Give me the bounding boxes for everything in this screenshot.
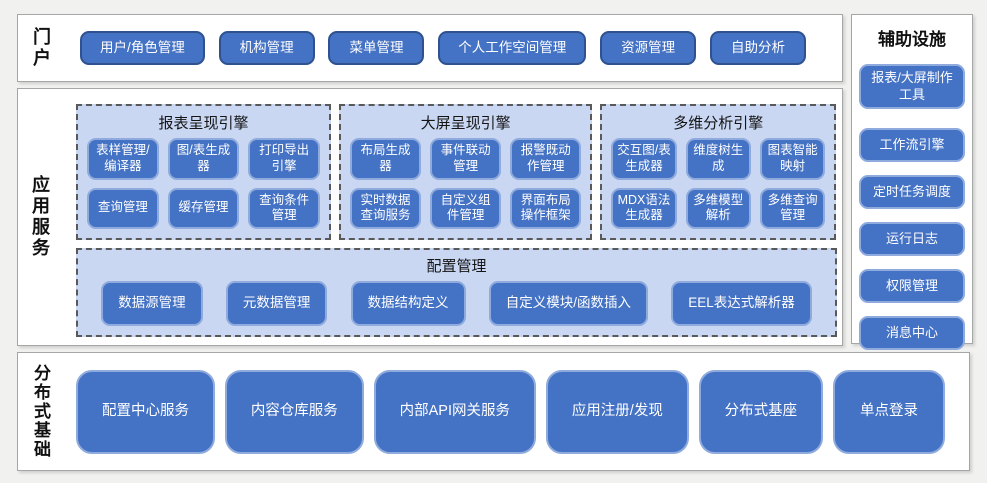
app-services-label: 应用服务 — [30, 175, 50, 259]
portal-label: 门户 — [31, 27, 51, 69]
group-button[interactable]: 查询条件管理 — [248, 187, 320, 229]
group-button[interactable]: 维度树生成 — [685, 138, 751, 180]
group-button[interactable]: 图表智能映射 — [759, 138, 826, 180]
auxiliary-button-message-center[interactable]: 消息中心 — [859, 316, 965, 350]
distributed-button-api-gateway[interactable]: 内部API网关服务 — [373, 369, 536, 454]
distributed-button-base[interactable]: 分布式基座 — [698, 369, 824, 454]
group-button[interactable]: 交互图/表生成器 — [611, 138, 677, 180]
config-title: 配置管理 — [426, 258, 487, 275]
portal-button-resource[interactable]: 资源管理 — [600, 31, 697, 65]
distributed-button-sso[interactable]: 单点登录 — [832, 369, 945, 454]
config-button[interactable]: 数据源管理 — [101, 281, 203, 326]
app-services-content: 报表呈现引擎 表样管理/编译器 图/表生成器 打印导出引擎 查询管理 缓存管理 … — [76, 104, 837, 337]
group-title: 大屏呈现引擎 — [420, 115, 511, 132]
config-button-row: 数据源管理 元数据管理 数据结构定义 自定义模块/函数插入 EEL表达式解析器 — [88, 281, 825, 326]
distributed-section: 分布式基础 配置中心服务 内容仓库服务 内部API网关服务 应用注册/发现 分布… — [17, 352, 970, 471]
auxiliary-section: 辅助设施 报表/大屏制作工具 工作流引擎 定时任务调度 运行日志 权限管理 消息… — [851, 14, 973, 350]
auxiliary-button-workflow[interactable]: 工作流引擎 — [859, 128, 965, 162]
config-button[interactable]: 自定义模块/函数插入 — [488, 281, 649, 326]
auxiliary-title: 辅助设施 — [878, 30, 946, 49]
auxiliary-button-report-tool[interactable]: 报表/大屏制作工具 — [859, 64, 965, 109]
portal-section: 门户 用户/角色管理 机构管理 菜单管理 个人工作空间管理 资源管理 自助分析 — [17, 14, 843, 82]
group-grid: 交互图/表生成器 维度树生成 图表智能映射 MDX语法生成器 多维模型解析 多维… — [611, 138, 826, 229]
report-engine-group: 报表呈现引擎 表样管理/编译器 图/表生成器 打印导出引擎 查询管理 缓存管理 … — [76, 104, 331, 240]
portal-button-workspace[interactable]: 个人工作空间管理 — [438, 31, 587, 65]
engine-group-row: 报表呈现引擎 表样管理/编译器 图/表生成器 打印导出引擎 查询管理 缓存管理 … — [76, 104, 837, 240]
group-button[interactable]: 表样管理/编译器 — [87, 138, 159, 180]
group-title: 报表呈现引擎 — [158, 115, 249, 132]
group-button[interactable]: 缓存管理 — [167, 187, 240, 229]
distributed-label: 分布式基础 — [31, 364, 50, 459]
auxiliary-button-permission[interactable]: 权限管理 — [859, 269, 965, 303]
group-grid: 表样管理/编译器 图/表生成器 打印导出引擎 查询管理 缓存管理 查询条件管理 — [87, 138, 320, 229]
group-button[interactable]: 报警既动作管理 — [510, 138, 582, 180]
group-button[interactable]: 查询管理 — [87, 187, 159, 229]
group-title: 多维分析引擎 — [673, 115, 764, 132]
portal-button-selfservice[interactable]: 自助分析 — [709, 31, 806, 65]
group-button[interactable]: 多维查询管理 — [759, 187, 826, 229]
config-management-group: 配置管理 数据源管理 元数据管理 数据结构定义 自定义模块/函数插入 EEL表达… — [76, 248, 837, 337]
group-button[interactable]: 实时数据查询服务 — [349, 187, 422, 229]
group-button[interactable]: MDX语法生成器 — [611, 187, 677, 229]
portal-button-menu[interactable]: 菜单管理 — [328, 31, 425, 65]
group-button[interactable]: 自定义组件管理 — [430, 187, 502, 229]
config-button[interactable]: 数据结构定义 — [350, 281, 466, 326]
portal-button-row: 用户/角色管理 机构管理 菜单管理 个人工作空间管理 资源管理 自助分析 — [80, 31, 806, 65]
group-button[interactable]: 多维模型解析 — [685, 187, 751, 229]
bigscreen-engine-group: 大屏呈现引擎 布局生成器 事件联动管理 报警既动作管理 实时数据查询服务 自定义… — [338, 104, 593, 240]
distributed-button-content-repo[interactable]: 内容仓库服务 — [224, 369, 364, 454]
group-button[interactable]: 界面布局操作框架 — [510, 187, 582, 229]
group-button[interactable]: 布局生成器 — [349, 138, 422, 180]
auxiliary-button-scheduler[interactable]: 定时任务调度 — [859, 175, 965, 209]
config-button[interactable]: 元数据管理 — [225, 281, 328, 326]
group-button[interactable]: 打印导出引擎 — [248, 138, 320, 180]
distributed-button-row: 配置中心服务 内容仓库服务 内部API网关服务 应用注册/发现 分布式基座 单点… — [76, 369, 945, 454]
app-services-section: 应用服务 报表呈现引擎 表样管理/编译器 图/表生成器 打印导出引擎 查询管理 … — [17, 88, 843, 346]
distributed-button-app-registry[interactable]: 应用注册/发现 — [545, 369, 689, 454]
portal-button-user-role[interactable]: 用户/角色管理 — [80, 31, 205, 65]
group-grid: 布局生成器 事件联动管理 报警既动作管理 实时数据查询服务 自定义组件管理 界面… — [349, 138, 582, 229]
portal-button-org[interactable]: 机构管理 — [218, 31, 315, 65]
auxiliary-button-runlog[interactable]: 运行日志 — [859, 222, 965, 256]
config-button[interactable]: EEL表达式解析器 — [671, 281, 812, 326]
group-button[interactable]: 事件联动管理 — [430, 138, 502, 180]
distributed-button-config-center[interactable]: 配置中心服务 — [76, 369, 215, 454]
group-button[interactable]: 图/表生成器 — [167, 138, 240, 180]
olap-engine-group: 多维分析引擎 交互图/表生成器 维度树生成 图表智能映射 MDX语法生成器 多维… — [600, 104, 837, 240]
